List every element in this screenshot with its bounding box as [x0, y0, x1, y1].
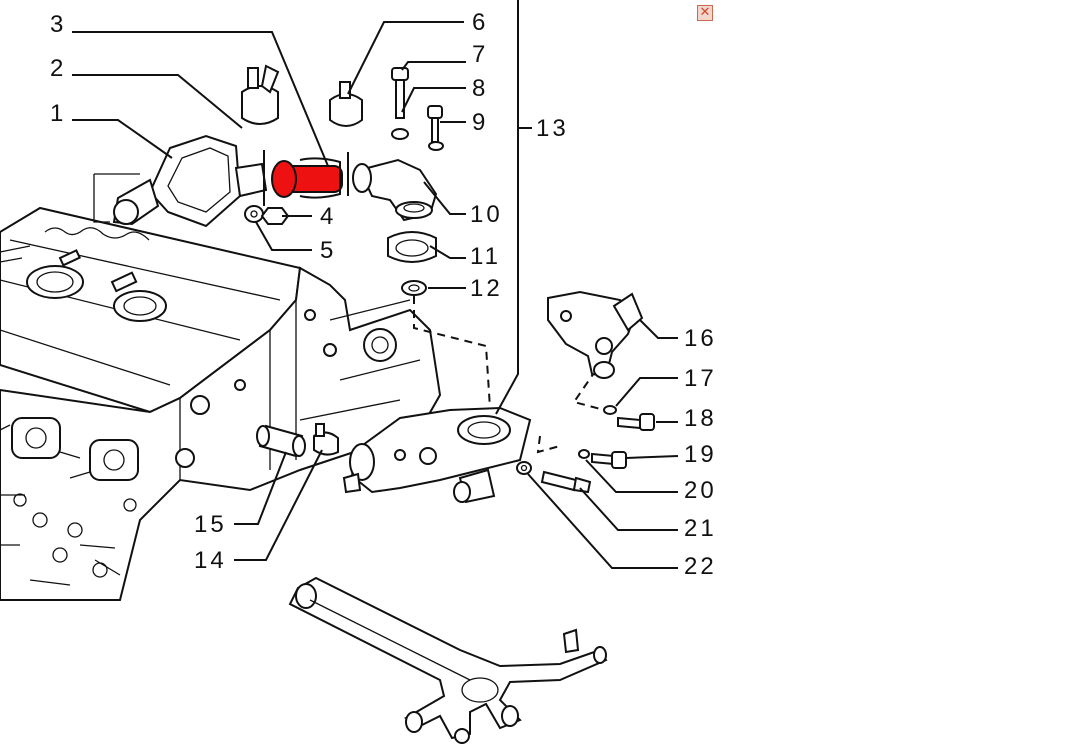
callout-2: 2	[50, 55, 66, 82]
callout-17: 17	[684, 365, 717, 392]
callout-16: 16	[684, 325, 717, 352]
callout-14: 14	[194, 547, 227, 574]
part-16-bracket	[547, 290, 644, 379]
part-13-coolant-housing	[342, 406, 532, 504]
callout-15: 15	[194, 511, 227, 538]
callout-10: 10	[470, 201, 503, 228]
part-20-washer	[578, 449, 590, 459]
callout-1: 1	[50, 100, 66, 127]
engine-block	[0, 206, 442, 601]
callout-9: 9	[472, 109, 488, 136]
part-6-hose-clamp	[329, 81, 363, 127]
callout-13: 13	[536, 115, 569, 142]
callout-5: 5	[320, 237, 336, 264]
part-10-outlet	[352, 158, 438, 222]
callout-19: 19	[684, 441, 717, 468]
part-11-gasket	[387, 231, 437, 263]
callout-21: 21	[684, 515, 717, 542]
callout-11: 11	[470, 243, 501, 270]
part-17-washer	[603, 405, 617, 415]
part-12-seal	[401, 280, 427, 296]
part-2-hose-clamp	[241, 64, 280, 125]
callout-4: 4	[320, 203, 336, 230]
part-4-5-nut-washer	[244, 205, 290, 225]
callout-22: 22	[684, 553, 717, 580]
coolant-pipe	[288, 576, 608, 744]
part-1-thermostat-housing	[93, 134, 268, 228]
leader-lines	[72, 0, 679, 569]
callout-6: 6	[472, 9, 488, 36]
callout-20: 20	[684, 477, 717, 504]
callout-labels: 3 2 1 4 5 6 7 8 9 13 10 11 12 16 17 18 1…	[50, 9, 717, 580]
part-9-bolt-washer	[427, 105, 444, 151]
callout-18: 18	[684, 405, 717, 432]
callout-8: 8	[472, 75, 488, 102]
part-7-bolt	[391, 67, 409, 119]
part-3-hose-highlighted	[263, 150, 349, 206]
callout-7: 7	[472, 41, 488, 68]
part-8-washer	[391, 128, 409, 140]
part-14-clamp	[313, 423, 339, 456]
part-19-bolt	[591, 451, 627, 469]
part-18-bolt	[617, 413, 655, 431]
callout-3: 3	[50, 11, 66, 38]
part-21-sensor	[540, 470, 592, 494]
part-22-washer	[516, 461, 532, 475]
part-15-hose	[256, 424, 306, 458]
close-icon[interactable]: ✕	[697, 5, 713, 21]
callout-12: 12	[470, 275, 503, 302]
